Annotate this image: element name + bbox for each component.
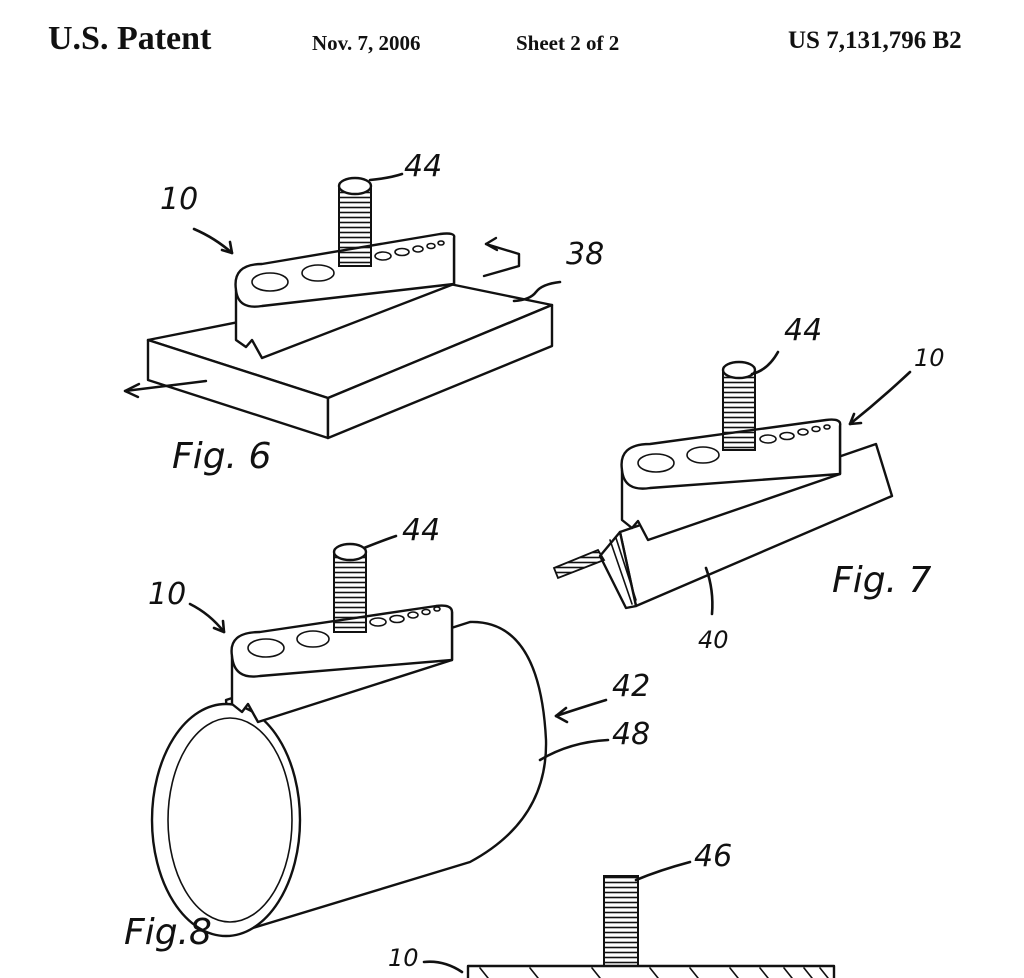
label-48: 48	[612, 717, 650, 752]
fig9-arrow-10	[422, 960, 464, 974]
sheet-indicator: Sheet 2 of 2	[516, 31, 620, 55]
fig7-block	[620, 418, 842, 542]
fig7-holes	[637, 424, 831, 473]
fig6-plate	[146, 280, 554, 440]
fig6-holes	[251, 240, 445, 292]
fig7-leader-40	[704, 566, 714, 616]
fig8-arrow-42	[554, 698, 608, 718]
fig6-direction-arrow-left	[123, 379, 208, 393]
fig8-holes	[247, 606, 441, 658]
patent-title: U.S. Patent	[48, 20, 212, 57]
fig7-arrow-10	[848, 370, 912, 426]
fig8-caption: Fig.8	[124, 912, 212, 953]
label-44-fig6: 44	[404, 149, 442, 184]
label-10-fig6: 10	[160, 182, 198, 217]
fig6-block	[234, 232, 456, 360]
patent-date: Nov. 7, 2006	[312, 31, 421, 55]
label-46: 46	[694, 839, 732, 874]
fig8-bolt	[332, 542, 368, 633]
patent-header: U.S. Patent Nov. 7, 2006 Sheet 2 of 2 US…	[0, 0, 1024, 80]
fig9-partial-drawing: 46 10	[388, 839, 836, 978]
fig6-leader-44	[368, 172, 404, 182]
label-10-fig7: 10	[914, 344, 945, 372]
fig6-drawing: 44 10 38 Fig. 6	[123, 149, 604, 477]
fig8-leader-48	[538, 738, 610, 762]
fig9-bolt	[603, 875, 639, 978]
label-44-fig8: 44	[402, 513, 440, 548]
label-44-fig7: 44	[784, 313, 822, 348]
fig7-caption: Fig. 7	[832, 560, 931, 601]
fig8-drawing: 44 10 42 48 Fig.8	[124, 513, 650, 953]
fig8-arrow-10	[188, 602, 226, 634]
label-42: 42	[612, 669, 650, 704]
patent-number: US 7,131,796 B2	[788, 27, 962, 54]
fig6-bolt	[337, 176, 373, 267]
fig7-drawing: 44 10 40 Fig. 7	[552, 313, 945, 654]
fig6-caption: Fig. 6	[172, 436, 271, 477]
fig7-bolt	[721, 360, 757, 451]
fig6-leader-38	[512, 280, 562, 303]
fig8-leader-44	[362, 534, 398, 550]
fig7-leader-44	[750, 350, 780, 376]
fig6-direction-arrow-right	[482, 242, 521, 278]
label-10-fig9: 10	[388, 944, 419, 972]
fig9-block	[466, 964, 836, 978]
fig9-leader-46	[634, 860, 692, 882]
fig6-arrow-10	[192, 227, 234, 255]
label-10-fig8: 10	[148, 577, 186, 612]
label-38: 38	[566, 237, 604, 272]
label-40: 40	[698, 626, 729, 654]
fig8-block	[230, 604, 454, 724]
